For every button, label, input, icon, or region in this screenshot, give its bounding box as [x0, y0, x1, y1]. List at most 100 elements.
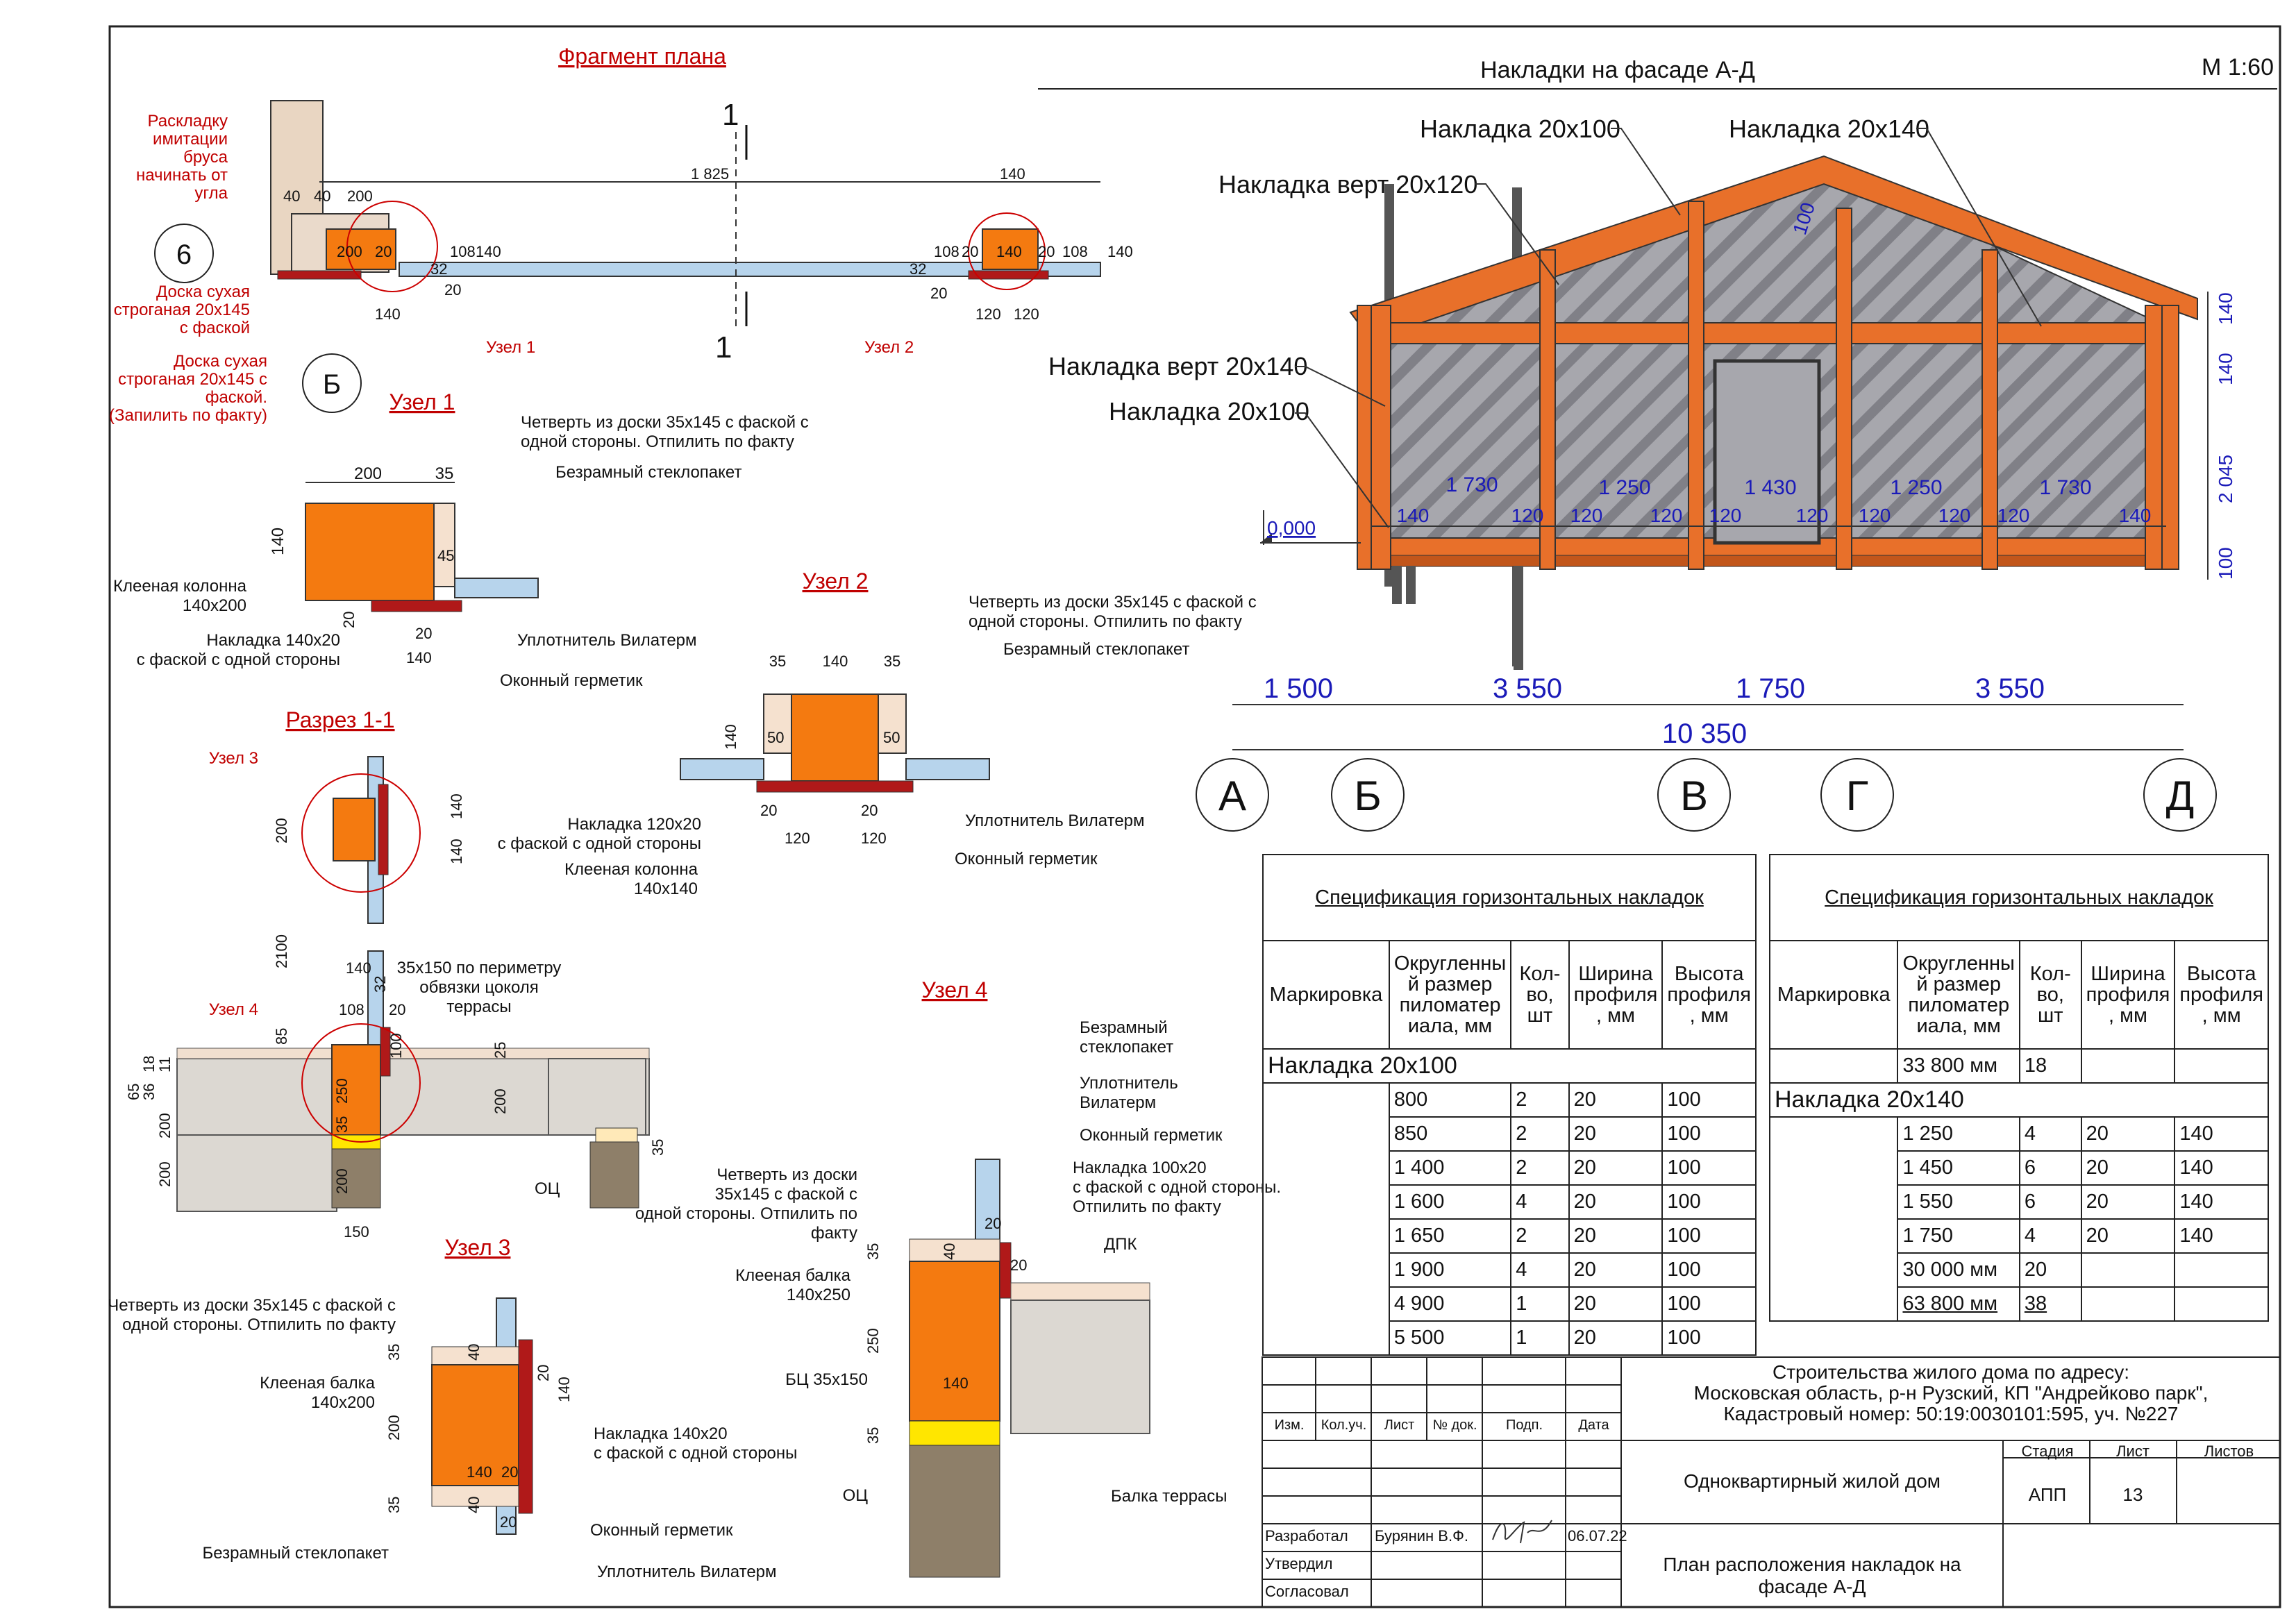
- dim: 140: [476, 243, 501, 260]
- stamp-col: Дата: [1578, 1418, 1609, 1433]
- role-agreed: Согласовал: [1265, 1583, 1349, 1600]
- node2-quarter-line: Четверть из доски 35х145 с фаской с: [969, 593, 1257, 612]
- dim: 20: [930, 285, 947, 302]
- table-cell: 100: [1661, 1320, 1757, 1356]
- dim: 120: [785, 830, 810, 847]
- dim: 200: [354, 464, 382, 483]
- facade-title: Накладки на фасаде А-Д: [1480, 57, 1755, 83]
- table-cell: 1 900: [1388, 1252, 1512, 1288]
- dim: 108: [450, 243, 476, 260]
- dim: 35: [649, 1139, 667, 1156]
- dim: 108: [339, 1001, 364, 1018]
- spec2-header: Ширина: [2090, 963, 2165, 985]
- bay-dim: 1 430: [1744, 476, 1796, 499]
- section-1-1: Разрез 1-1 Узел 3 Узел 4 35х150 по перим…: [125, 707, 667, 1241]
- label-h20x100-top: Накладка 20х100: [1420, 115, 1620, 143]
- spec1-header: иала, мм: [1407, 1015, 1493, 1037]
- spec1-header: Округленны: [1393, 952, 1507, 975]
- node1-overlay-line: Накладка 140х20: [206, 631, 340, 650]
- label-h20x140-top: Накладка 20х140: [1729, 115, 1929, 143]
- address-line: Строительства жилого дома по адресу:: [1772, 1361, 2130, 1383]
- table-cell: 30 000 мм: [1897, 1252, 2020, 1288]
- table-cell: 1 550: [1897, 1184, 2020, 1220]
- table-cell: 20: [1568, 1150, 1664, 1186]
- plan-fragment: Фрагмент плана 1 1 6 Б Раскладку имитаци…: [109, 44, 1133, 425]
- spec2-header: й размер: [1916, 973, 2001, 995]
- spec1-header: Кол-во,: [1519, 963, 1561, 1006]
- spec2-header: Округленны: [1902, 952, 2015, 975]
- table-cell: 63 800 мм: [1897, 1286, 2020, 1322]
- node4-quarter-line: Четверть из доски: [717, 1166, 857, 1184]
- dim: 20: [389, 1001, 405, 1018]
- dim: 140: [448, 839, 465, 864]
- axis-dim: 3 550: [1975, 673, 2045, 704]
- dim: 140: [2215, 353, 2236, 385]
- node3-sealant-label: Оконный герметик: [590, 1521, 733, 1540]
- building-name: Одноквартирный жилой дом: [1683, 1470, 1941, 1492]
- dim: 120: [975, 305, 1001, 323]
- stamp-col: № док.: [1432, 1418, 1477, 1433]
- axis-g: Г: [1846, 773, 1869, 819]
- post-dim: 120: [1938, 505, 1971, 526]
- axis-v: В: [1680, 773, 1708, 819]
- table-cell: Маркировка: [1768, 940, 1899, 1050]
- dim: 140: [2215, 292, 2236, 325]
- node4-overlay-line: Накладка 100х20: [1073, 1159, 1207, 1177]
- dim: 140: [823, 653, 848, 670]
- table-cell: 6: [2018, 1184, 2082, 1220]
- section-beam-note-line: обвязки цоколя: [419, 978, 539, 997]
- dim: 250: [864, 1328, 882, 1354]
- node2-quarter-line: одной стороны. Отпилить по факту: [969, 612, 1242, 631]
- table-cell: 4: [1510, 1252, 1570, 1288]
- table-cell: 4: [2018, 1218, 2082, 1254]
- node4-beam-line: 140х250: [787, 1286, 850, 1304]
- dim: 140: [1107, 243, 1133, 260]
- node1-quarter-line: одной стороны. Отпилить по факту: [521, 432, 794, 451]
- role-developer: Разработал: [1265, 1527, 1348, 1545]
- post-dim: 120: [1570, 505, 1603, 526]
- table-cell: [2080, 1048, 2176, 1084]
- dim: 35: [333, 1116, 351, 1133]
- dim: 100: [2215, 547, 2236, 580]
- dim: 200: [492, 1088, 509, 1114]
- dim: 200: [273, 818, 290, 843]
- board2-line: (Запилить по факту): [109, 406, 267, 425]
- dim: 40: [314, 187, 330, 205]
- node3-title: Узел 3: [445, 1235, 511, 1260]
- dim: 200: [333, 1168, 351, 1194]
- spec2-header: шт: [2037, 1004, 2063, 1027]
- table-cell: 20: [1568, 1286, 1664, 1322]
- node1-ref: Узел 1: [486, 338, 535, 357]
- node2-sealant-label: Оконный герметик: [955, 850, 1098, 868]
- spec2-header: , мм: [2109, 1004, 2147, 1027]
- label-h20x100: Накладка 20х100: [1109, 397, 1309, 426]
- node-4: Узел 4 Безрамный стеклопакет Уплотнитель…: [635, 977, 1281, 1578]
- spec1-header: Высота: [1674, 963, 1744, 985]
- node1-column-line: 140х200: [183, 596, 246, 615]
- node3-beam-line: Клееная балка: [260, 1374, 376, 1393]
- table-cell: 1 600: [1388, 1184, 1512, 1220]
- table-cell: 140: [2174, 1116, 2269, 1152]
- node2-overlay-line: Накладка 120х20: [567, 815, 701, 834]
- post-dim: 120: [1709, 505, 1742, 526]
- dim: 50: [767, 729, 784, 746]
- dim: 50: [883, 729, 900, 746]
- plan-note-line: начинать от: [136, 166, 228, 185]
- dim: 200: [347, 187, 373, 205]
- dim: 36: [140, 1084, 158, 1100]
- table-cell: 2: [1510, 1082, 1570, 1118]
- post-dim: 140: [1397, 505, 1430, 526]
- node-2: Узел 2 35 140 35 140 50 50 20 20 120 120…: [498, 569, 1257, 898]
- node3-overlay-line: Накладка 140х20: [594, 1424, 728, 1443]
- dim: 35: [769, 653, 786, 670]
- dim: 200: [385, 1415, 403, 1440]
- table-cell: 1 250: [1897, 1116, 2020, 1152]
